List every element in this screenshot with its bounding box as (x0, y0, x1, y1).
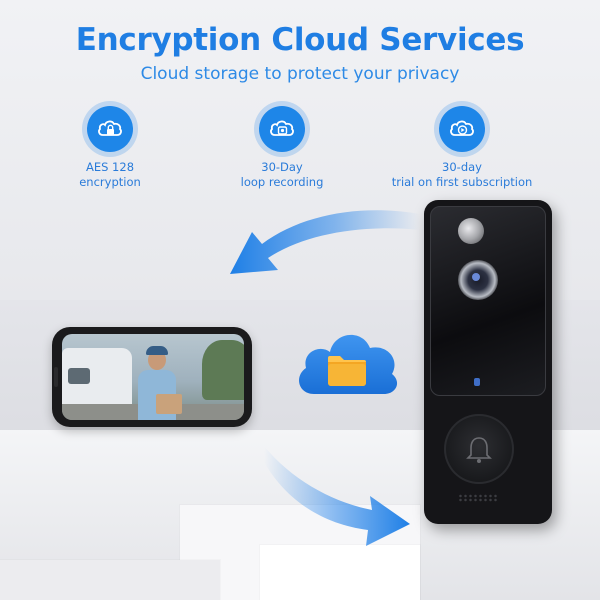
page-subtitle: Cloud storage to protect your privacy (140, 64, 460, 84)
phone-notch (54, 367, 58, 387)
smartphone-icon (52, 327, 252, 427)
feature-label-line2: trial on first subscription (391, 175, 533, 189)
delivery-person (134, 346, 182, 420)
arrow-left-icon (230, 210, 420, 274)
doorbell-glass-panel (430, 206, 546, 396)
video-doorbell-icon (424, 200, 552, 524)
cloud-play-icon (439, 106, 485, 152)
background-block (0, 560, 220, 600)
cloud-lock-icon (87, 106, 133, 152)
page-title: Encryption Cloud Services (75, 22, 525, 58)
phone-screen (62, 334, 244, 420)
tree (202, 340, 244, 400)
feature-label-line1: AES 128 (85, 160, 135, 174)
feature-encryption: AES 128 encryption (20, 106, 200, 190)
feature-label-line2: encryption (79, 175, 141, 189)
speaker-grille (458, 494, 498, 502)
status-led (474, 378, 480, 386)
arrow-right-icon (264, 446, 410, 546)
motion-sensor (458, 218, 484, 244)
doorbell-button (444, 414, 514, 484)
feature-label-line1: 30-Day (261, 160, 303, 174)
cloud-folder-icon (299, 334, 398, 394)
feature-label-line1: 30-day (442, 160, 482, 174)
feature-loop-recording: 30-Day loop recording (192, 106, 372, 190)
feature-free-trial: 30-day trial on first subscription (372, 106, 552, 190)
background-block (260, 545, 420, 600)
feature-label-line2: loop recording (240, 175, 324, 189)
cloud-loop-icon (259, 106, 305, 152)
delivery-van (62, 348, 132, 408)
